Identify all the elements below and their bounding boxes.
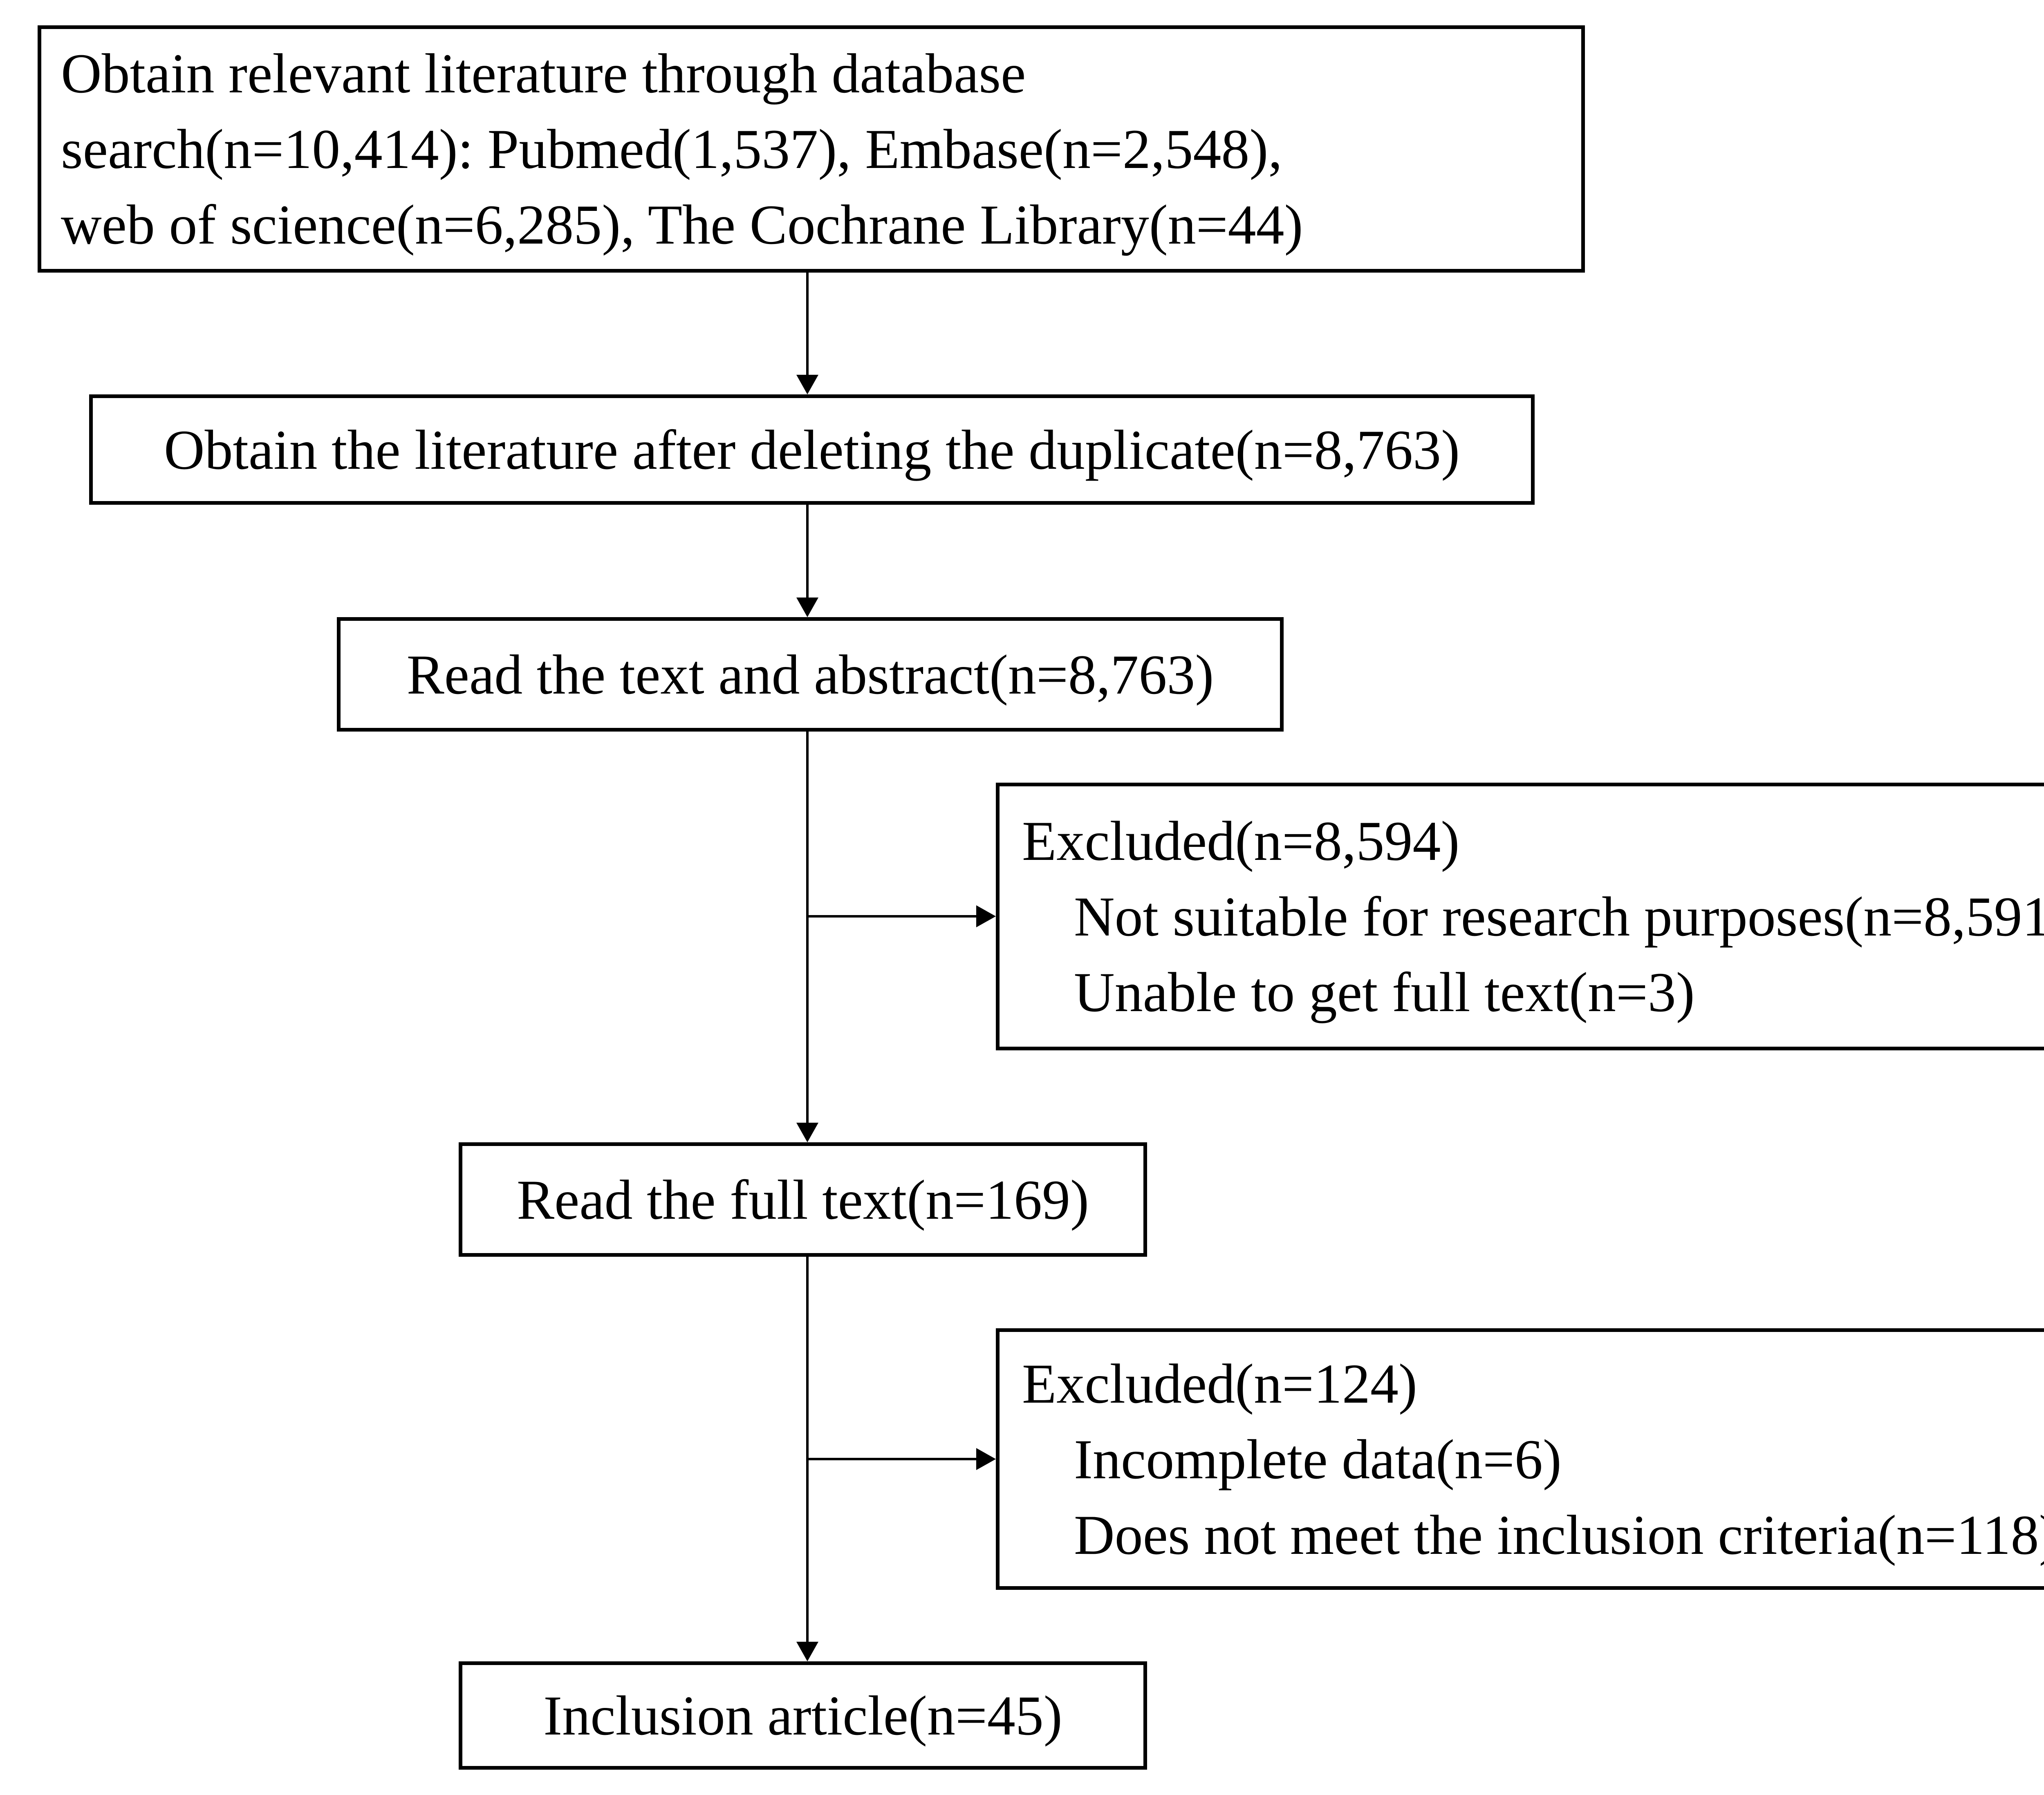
connector-search-to-dedup [806,273,809,376]
box-read-abstract-text: Read the text and abstract(n=8,763) [406,643,1214,706]
box-read-fulltext: Read the full text(n=169) [459,1142,1147,1257]
box-database-search: Obtain relevant literature through datab… [38,25,1585,273]
box-database-search-line1: Obtain relevant literature through datab… [61,42,1026,105]
arrowhead-down-abstract [796,598,818,617]
arrowhead-down-dedup [796,375,818,394]
connector-abstract-to-fulltext [806,732,809,1124]
box-excluded-fulltext-title: Excluded(n=124) [1022,1352,1417,1415]
connector-dedup-to-abstract [806,505,809,599]
box-excluded-fulltext: Excluded(n=124) Incomplete data(n=6) Doe… [996,1328,2044,1590]
branch-to-excluded1 [807,915,976,918]
arrowhead-down-included [796,1642,818,1661]
branch-to-excluded2 [807,1458,976,1460]
box-after-dedup-text: Obtain the literature after deleting the… [164,418,1460,481]
box-inclusion: Inclusion article(n=45) [459,1661,1147,1770]
connector-fulltext-to-included [806,1257,809,1643]
box-excluded-abstract: Excluded(n=8,594) Not suitable for resea… [996,783,2044,1050]
box-inclusion-text: Inclusion article(n=45) [543,1684,1062,1747]
box-excluded-fulltext-item2: Does not meet the inclusion criteria(n=1… [1074,1503,2044,1566]
box-excluded-abstract-title: Excluded(n=8,594) [1022,810,1460,872]
arrowhead-right-excluded2 [976,1448,996,1470]
arrowhead-right-excluded1 [976,905,996,927]
box-excluded-fulltext-item1: Incomplete data(n=6) [1074,1428,1562,1491]
box-database-search-line2: search(n=10,414): Pubmed(1,537), Embase(… [61,118,1282,180]
box-database-search-line3: web of science(n=6,285), The Cochrane Li… [61,193,1303,256]
box-excluded-abstract-item2: Unable to get full text(n=3) [1074,961,1695,1023]
arrowhead-down-fulltext [796,1123,818,1142]
box-read-abstract: Read the text and abstract(n=8,763) [337,617,1284,732]
box-excluded-abstract-item1: Not suitable for research purposes(n=8,5… [1074,885,2044,948]
box-read-fulltext-text: Read the full text(n=169) [517,1168,1089,1231]
box-after-dedup: Obtain the literature after deleting the… [89,394,1535,505]
